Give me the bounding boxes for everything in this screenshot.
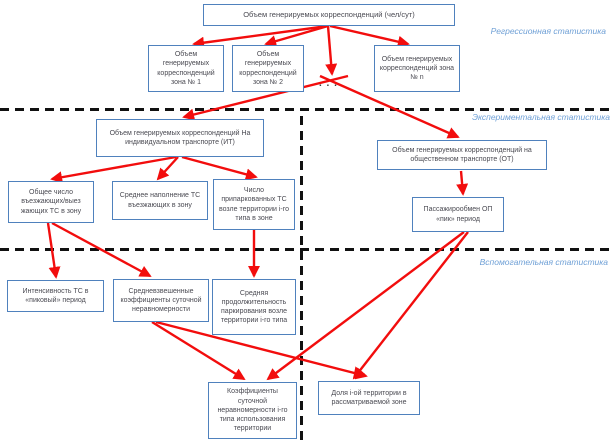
node-parked-vehicles: Число припаркованных ТС возле территории… bbox=[213, 179, 295, 230]
node-total-correspondence: Объем генерируемых корреспонденций (чел/… bbox=[203, 4, 455, 26]
node-weighted-coefficients: Средневзвешенные коэффициенты суточной н… bbox=[113, 279, 209, 322]
node-individual-transport: Объем генерируемых корреспонденций На ин… bbox=[96, 119, 264, 157]
node-territory-share: Доля i-ой территории в рассматриваемой з… bbox=[318, 381, 420, 415]
divider-vertical bbox=[300, 116, 303, 444]
node-parking-duration: Средняя продолжительность паркирования в… bbox=[212, 279, 296, 335]
node-zone-n: Объем генерируемых корреспонденций зона … bbox=[374, 45, 460, 92]
divider-regression-experimental bbox=[0, 108, 613, 111]
divider-experimental-auxiliary bbox=[0, 248, 613, 251]
node-zone-2: Объем генерируемых корреспонденций зона … bbox=[232, 45, 304, 92]
zones-ellipsis: . . . bbox=[319, 78, 338, 89]
node-vehicles-in-out: Общее число въезжающих/выез жающих ТС в … bbox=[8, 181, 94, 223]
node-zone-1: Объем генерируемых корреспонденций зона … bbox=[148, 45, 224, 92]
node-passenger-exchange: Пассажирообмен ОП «пик» период bbox=[412, 197, 504, 232]
label-experimental-statistics: Экспериментальная статистика bbox=[472, 112, 610, 122]
node-avg-occupancy: Среднее наполнение ТС въезжающих в зону bbox=[112, 181, 208, 220]
label-auxiliary-statistics: Вспомогательная статистика bbox=[479, 257, 608, 267]
label-regression-statistics: Регрессионная статистика bbox=[490, 26, 606, 36]
node-public-transport: Объем генерируемых корреспонденций на об… bbox=[377, 140, 547, 170]
node-intensity-peak: Интенсивность ТС в «пиковый» период bbox=[7, 280, 104, 312]
node-daily-coefficients: Коэффициенты суточной неравномерности i-… bbox=[208, 382, 297, 439]
